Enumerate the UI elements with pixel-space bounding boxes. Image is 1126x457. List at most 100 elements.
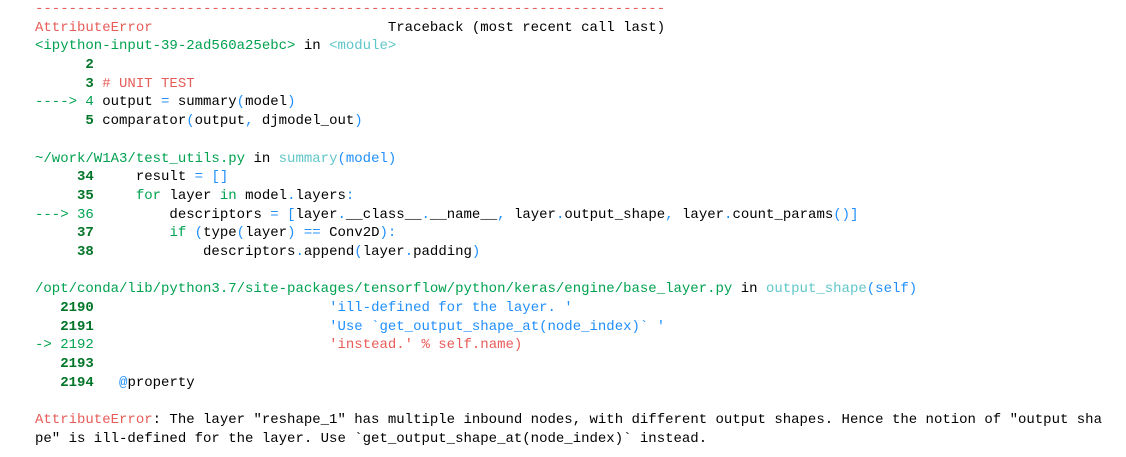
traceback-line xyxy=(35,392,1102,411)
traceback-segment: (self) xyxy=(866,281,918,298)
traceback-segment: Conv2D xyxy=(320,225,380,242)
traceback-segment: ( xyxy=(194,225,204,242)
traceback-segment: . xyxy=(295,243,304,260)
traceback-segment: layer xyxy=(673,206,725,223)
traceback-line: 5 comparator(output, djmodel_out) xyxy=(35,112,1102,131)
traceback-segment: 38 xyxy=(35,243,94,260)
traceback-segment: (model) xyxy=(337,150,397,167)
traceback-segment xyxy=(186,225,194,241)
traceback-segment: ( xyxy=(186,113,195,130)
traceback-segment: type xyxy=(203,225,237,242)
traceback-segment: djmodel_out xyxy=(253,113,355,130)
traceback-segment: ) xyxy=(471,243,481,260)
traceback-line: 2190 'ill-defined for the layer. ' xyxy=(35,299,1102,318)
traceback-segment: layer xyxy=(161,187,220,204)
traceback-line: 3 # UNIT TEST xyxy=(35,75,1102,94)
traceback-line: pe" is ill-defined for the layer. Use `g… xyxy=(35,430,1102,449)
traceback-segment: <module> xyxy=(329,38,397,55)
traceback-segment: output_shape xyxy=(564,206,666,223)
traceback-segment: 'instead.' % self.name) xyxy=(329,337,523,354)
traceback-segment: . xyxy=(404,243,414,260)
traceback-segment: in xyxy=(732,281,766,298)
traceback-segment: 35 xyxy=(35,187,94,204)
traceback-segment: padding xyxy=(413,243,472,260)
traceback-line: AttributeError Traceback (most recent ca… xyxy=(35,19,1102,38)
traceback-segment: , xyxy=(497,206,506,223)
traceback-segment: output xyxy=(194,113,246,130)
traceback-segment: . xyxy=(555,206,565,223)
traceback-segment: ()] xyxy=(833,206,859,223)
traceback-segment: : The layer "reshape_1" has multiple inb… xyxy=(152,412,1102,429)
traceback-line: -> 2192 'instead.' % self.name) xyxy=(35,336,1102,355)
traceback-segment: . xyxy=(287,187,296,204)
traceback-segment: layer xyxy=(505,206,556,223)
traceback-segment: @ xyxy=(119,374,128,391)
traceback-segment: ( xyxy=(236,94,246,111)
traceback-line: <ipython-input-39-2ad560a25ebc> in <modu… xyxy=(35,37,1102,56)
traceback-segment xyxy=(94,337,329,353)
traceback-segment: [ xyxy=(287,206,296,223)
traceback-segment: ( xyxy=(236,225,246,242)
traceback-segment: 'ill-defined for the layer. ' xyxy=(329,300,573,316)
traceback-segment xyxy=(94,319,329,335)
traceback-line: ~/work/W1A3/test_utils.py in summary(mod… xyxy=(35,150,1102,169)
traceback-segment: == xyxy=(303,225,321,242)
traceback-segment xyxy=(296,225,304,241)
traceback-segment xyxy=(279,207,287,223)
traceback-segment: 2193 xyxy=(35,356,94,373)
traceback-segment: Traceback (most recent call last) xyxy=(152,19,666,36)
traceback-segment: ----> 4 xyxy=(35,94,103,111)
traceback-segment: descriptors xyxy=(93,243,296,260)
traceback-segment: model xyxy=(245,94,288,111)
traceback-segment: in xyxy=(295,38,330,55)
traceback-segment: ) xyxy=(287,225,296,242)
traceback-line: ----------------------------------------… xyxy=(35,0,1102,19)
traceback-line: AttributeError: The layer "reshape_1" ha… xyxy=(35,411,1102,430)
traceback-segment: ): xyxy=(379,225,397,242)
traceback-segment: 3 xyxy=(35,75,103,92)
traceback-line: 2191 'Use `get_output_shape_at(node_inde… xyxy=(35,318,1102,337)
traceback-segment: 2194 xyxy=(35,374,94,391)
traceback-segment: summary xyxy=(278,150,338,167)
traceback-line: 34 result = [] xyxy=(35,168,1102,187)
traceback-line: 2 xyxy=(35,56,1102,75)
traceback-line: 38 descriptors.append(layer.padding) xyxy=(35,243,1102,262)
traceback-segment: ----------------------------------------… xyxy=(35,1,666,17)
traceback-segment: for xyxy=(135,187,162,204)
traceback-segment: layer xyxy=(245,225,288,242)
traceback-line: 2193 xyxy=(35,355,1102,374)
traceback-segment: __name__ xyxy=(429,206,498,223)
traceback-segment: . xyxy=(337,206,346,223)
traceback-line: /opt/conda/lib/python3.7/site-packages/t… xyxy=(35,280,1102,299)
traceback-segment: . xyxy=(421,206,430,223)
traceback-segment: descriptors xyxy=(93,206,271,223)
traceback-segment: comparator xyxy=(102,113,187,130)
traceback-segment: summary xyxy=(169,94,237,111)
traceback-segment: AttributeError xyxy=(35,412,153,429)
traceback-segment: 2 xyxy=(35,57,94,74)
traceback-segment xyxy=(94,300,329,316)
traceback-segment: output_shape xyxy=(765,281,867,298)
traceback-segment: = xyxy=(194,169,204,186)
traceback-segment: 37 xyxy=(35,225,94,242)
traceback-segment: in xyxy=(245,150,279,167)
traceback-segment xyxy=(94,188,136,204)
traceback-segment: output xyxy=(102,94,162,111)
traceback-line: ----> 4 output = summary(model) xyxy=(35,93,1102,112)
traceback-segment: AttributeError xyxy=(35,19,153,36)
traceback-segment: , xyxy=(665,206,674,223)
traceback-segment: 2191 xyxy=(35,318,94,335)
traceback-segment: count_params xyxy=(732,206,834,223)
traceback-segment xyxy=(94,225,170,241)
traceback-segment: result xyxy=(93,169,195,186)
traceback-segment: 'Use `get_output_shape_at(node_index)` ' xyxy=(329,318,666,335)
traceback-segment: layer xyxy=(295,206,338,223)
traceback-segment: ~/work/W1A3/test_utils.py xyxy=(35,150,246,167)
traceback-segment: -> 2192 xyxy=(35,337,94,354)
traceback-segment: ) xyxy=(287,94,296,111)
traceback-segment: ) xyxy=(354,113,363,130)
traceback-segment: model xyxy=(236,187,288,204)
traceback-segment: , xyxy=(245,113,254,130)
traceback-output: ----------------------------------------… xyxy=(35,0,1102,449)
traceback-segment: append xyxy=(303,243,355,260)
